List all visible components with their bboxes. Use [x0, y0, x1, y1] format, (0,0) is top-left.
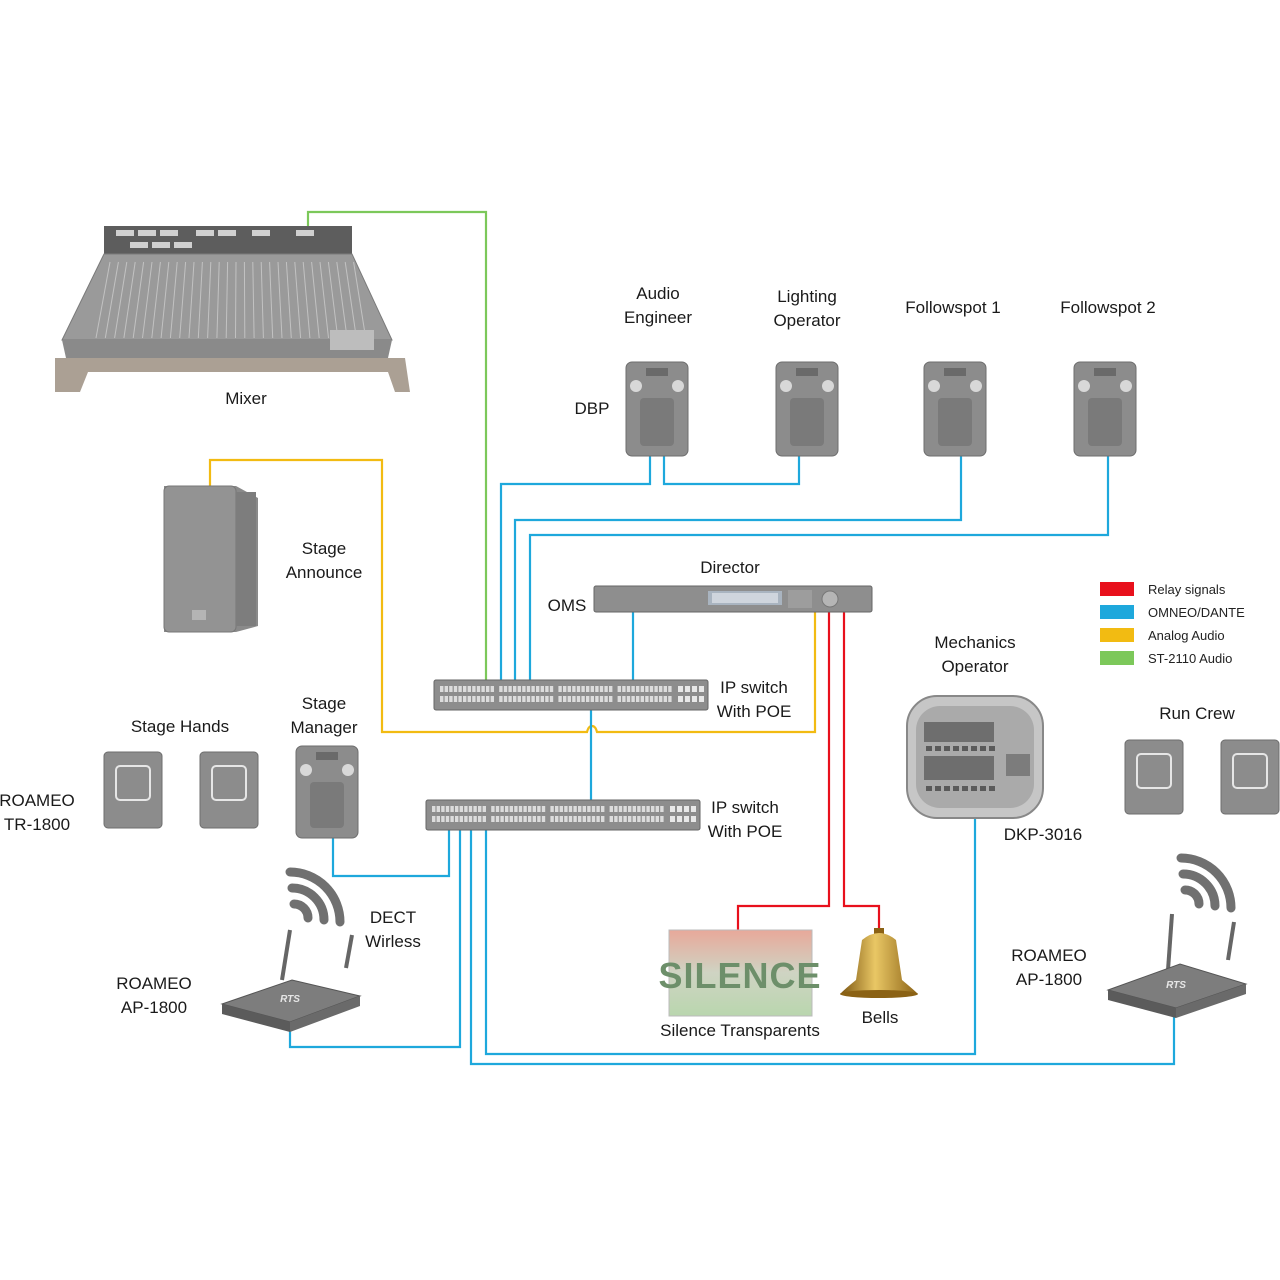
legend: Relay signals OMNEO/DANTE Analog Audio S… [1100, 582, 1245, 666]
ap-left-brand: RTS [280, 994, 300, 1005]
stage-announce-label-2: Announce [286, 563, 363, 582]
stage-manager-label-2: Manager [290, 718, 357, 737]
wifi-icon-left [285, 867, 345, 927]
legend-label: Analog Audio [1148, 628, 1225, 643]
wire-dbp-followspot1 [513, 456, 963, 680]
legend-swatch [1100, 651, 1134, 665]
wires [208, 210, 1176, 1066]
legend-swatch [1100, 628, 1134, 642]
wire-ap-right [469, 828, 1176, 1066]
dbp-station-lighting-operator [775, 361, 839, 457]
silence-transparents-label: Silence Transparents [660, 1021, 820, 1040]
mixer-label: Mixer [225, 389, 267, 408]
legend-item-omneo: OMNEO/DANTE [1100, 605, 1245, 620]
dbp-station-followspot-1 [923, 361, 987, 457]
ip-switch-bottom [425, 799, 701, 831]
ip-switch-bottom-label-1: IP switch [711, 798, 779, 817]
followspot-1-label: Followspot 1 [905, 298, 1000, 317]
ap-right-brand: RTS [1166, 980, 1186, 991]
legend-label: ST-2110 Audio [1148, 651, 1232, 666]
ip-switch-top [433, 679, 709, 711]
roameo-tr-beltpack-run-crew-1 [1124, 739, 1184, 815]
legend-swatch [1100, 605, 1134, 619]
oms-label: OMS [548, 596, 587, 615]
dect-label-1: DECT [370, 908, 416, 927]
speaker-icon [163, 485, 258, 633]
stage-announce-label-1: Stage [302, 539, 346, 558]
wire-relay-silence [736, 612, 831, 930]
legend-item-analog: Analog Audio [1100, 628, 1225, 643]
audio-engineer-label-1: Audio [636, 284, 679, 303]
mechanics-operator-label-1: Mechanics [934, 633, 1015, 652]
bell-icon [840, 928, 918, 998]
roameo-tr-beltpack-run-crew-2 [1220, 739, 1280, 815]
wifi-icon-right [1176, 853, 1236, 913]
roameo-ap-left-label-1: ROAMEO [116, 974, 192, 993]
legend-label: OMNEO/DANTE [1148, 605, 1245, 620]
legend-swatch [1100, 582, 1134, 596]
run-crew-label: Run Crew [1159, 704, 1235, 723]
wire-stage-manager [331, 828, 451, 878]
dect-label-2: Wirless [365, 932, 421, 951]
ip-switch-bottom-label-2: With POE [708, 822, 783, 841]
mixer-console [55, 226, 410, 392]
wire-mixer-st2110 [306, 210, 488, 680]
dbp-station-followspot-2 [1073, 361, 1137, 457]
roameo-tr-label-2: TR-1800 [4, 815, 70, 834]
legend-item-relay: Relay signals [1100, 582, 1226, 597]
roameo-ap-left-label-2: AP-1800 [121, 998, 187, 1017]
legend-item-st2110: ST-2110 Audio [1100, 651, 1232, 666]
dkp-label: DKP-3016 [1004, 825, 1082, 844]
roameo-ap-right-label-2: AP-1800 [1016, 970, 1082, 989]
dbp-station-stage-manager [295, 745, 359, 839]
access-point-left: RTS [220, 929, 362, 1032]
stage-hands-label: Stage Hands [131, 717, 229, 736]
dbp-station-audio-engineer [625, 361, 689, 457]
lighting-operator-label-2: Operator [773, 311, 840, 330]
stage-manager-label-1: Stage [302, 694, 346, 713]
mechanics-operator-label-2: Operator [941, 657, 1008, 676]
wire-relay-bell [842, 612, 881, 928]
roameo-tr-beltpack-1 [103, 751, 163, 829]
silence-sign-text: SILENCE [658, 955, 821, 996]
director-label: Director [700, 558, 760, 577]
roameo-ap-right-label-1: ROAMEO [1011, 946, 1087, 965]
wire-dbp-lighting [662, 456, 801, 486]
legend-label: Relay signals [1148, 582, 1226, 597]
followspot-2-label: Followspot 2 [1060, 298, 1155, 317]
ip-switch-top-label-2: With POE [717, 702, 792, 721]
dbp-label: DBP [575, 399, 610, 418]
roameo-tr-beltpack-2 [199, 751, 259, 829]
audio-engineer-label-2: Engineer [624, 308, 692, 327]
director-unit [593, 585, 873, 613]
wire-dbp-followspot2 [528, 456, 1110, 680]
wire-dbp-audio-engineer [499, 456, 652, 680]
dkp-keypanel [906, 695, 1044, 819]
silence-sign: SILENCE [658, 929, 821, 1017]
bells-label: Bells [862, 1008, 899, 1027]
lighting-operator-label-1: Lighting [777, 287, 837, 306]
wire-dkp [484, 818, 977, 1056]
access-point-right: RTS [1106, 913, 1248, 1018]
ip-switch-top-label-1: IP switch [720, 678, 788, 697]
roameo-tr-label-1: ROAMEO [0, 791, 75, 810]
wire-ap-left [288, 828, 462, 1049]
